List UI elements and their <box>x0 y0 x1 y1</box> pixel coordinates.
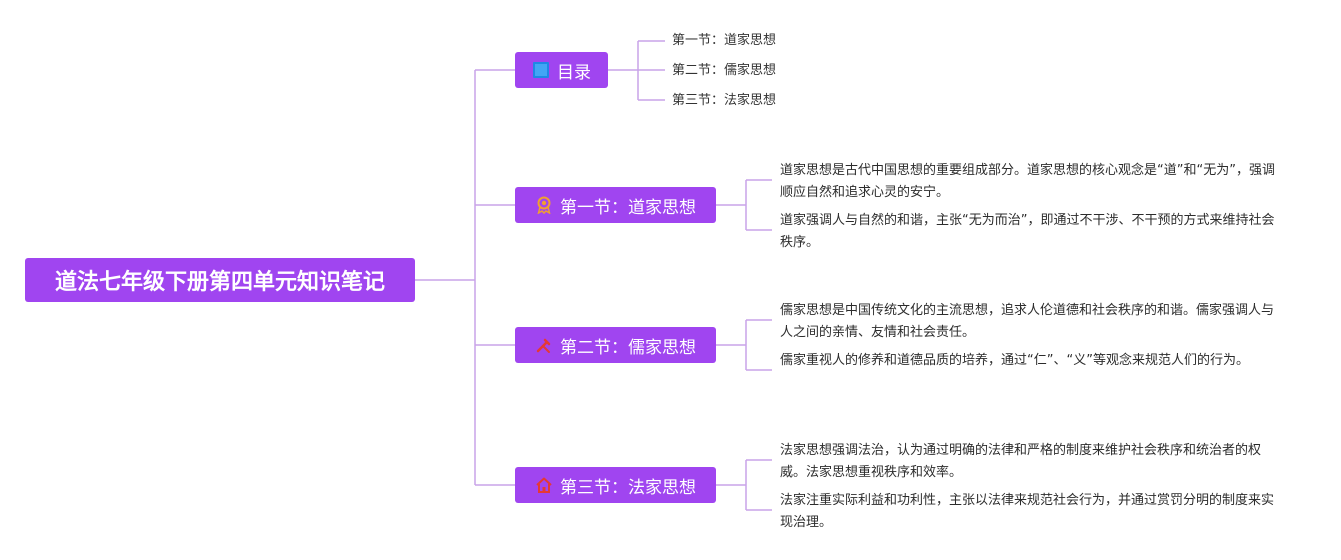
tools-icon <box>535 336 553 354</box>
section-2-paragraph-1: 儒家思想是中国传统文化的主流思想，追求人伦道德和社会秩序的和谐。儒家强调人与人之… <box>780 303 1275 340</box>
branch-toc[interactable]: 目录 <box>515 52 608 88</box>
branch-label: 第三节：法家思想 <box>560 477 696 498</box>
medal-icon <box>535 196 553 215</box>
section-1-paragraph-2: 道家强调人与自然的和谐，主张“无为而治”，即通过不干涉、不干预的方式来维持社会秩… <box>780 213 1275 250</box>
branch-label: 第二节：儒家思想 <box>560 337 696 358</box>
section-2-paragraph-2: 儒家重视人的修养和道德品质的培养，通过“仁”、“义”等观念来规范人们的行为。 <box>780 353 1249 368</box>
branch-label: 第一节：道家思想 <box>560 197 696 218</box>
section-3-paragraph-2: 法家注重实际利益和功利性，主张以法律来规范社会行为，并通过赏罚分明的制度来实现治… <box>780 493 1275 530</box>
root-title: 道法七年级下册第四单元知识笔记 <box>54 270 385 295</box>
branch-section-1[interactable]: 第一节：道家思想 <box>515 187 716 223</box>
branch-label: 目录 <box>557 62 591 83</box>
section-3-paragraph-1: 法家思想强调法治，认为通过明确的法律和严格的制度来维护社会秩序和统治者的权威。法… <box>780 443 1262 480</box>
root-topic[interactable]: 道法七年级下册第四单元知识笔记 <box>25 258 415 302</box>
home-icon <box>535 476 553 494</box>
branch-section-3[interactable]: 第三节：法家思想 <box>515 467 716 503</box>
book-icon <box>532 61 550 79</box>
toc-item-2[interactable]: 第二节：儒家思想 <box>672 63 777 78</box>
toc-item-3[interactable]: 第三节：法家思想 <box>672 93 777 108</box>
branch-section-2[interactable]: 第二节：儒家思想 <box>515 327 716 363</box>
section-1-paragraph-1: 道家思想是古代中国思想的重要组成部分。道家思想的核心观念是“道”和“无为”，强调… <box>780 163 1275 200</box>
toc-item-1[interactable]: 第一节：道家思想 <box>672 33 777 48</box>
